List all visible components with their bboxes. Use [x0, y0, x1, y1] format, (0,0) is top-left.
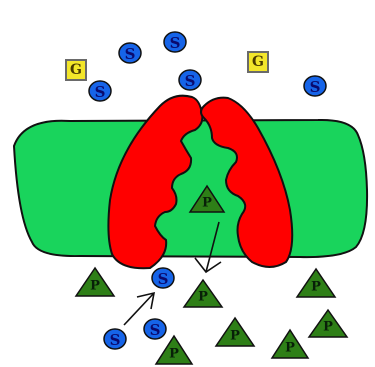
s-molecule: S: [119, 43, 141, 63]
g-molecule: G: [248, 52, 268, 72]
g-label: G: [252, 54, 264, 70]
p-label: P: [323, 320, 333, 335]
s-molecule: S: [152, 268, 174, 288]
p-molecule: P: [184, 280, 222, 307]
p-molecule: P: [272, 330, 308, 358]
p-label: P: [311, 280, 321, 295]
s-label: S: [185, 72, 196, 90]
s-label: S: [125, 45, 136, 63]
p-molecule: P: [156, 336, 192, 364]
p-label: P: [90, 279, 100, 294]
g-label: G: [70, 62, 82, 78]
s-molecule: S: [89, 81, 111, 101]
p-molecule: P: [216, 318, 254, 346]
p-label: P: [202, 196, 212, 211]
s-molecule: S: [144, 319, 166, 339]
s-label: S: [150, 321, 161, 339]
s-molecule: S: [304, 76, 326, 96]
s-label: S: [170, 34, 181, 52]
p-molecule: P: [297, 269, 335, 297]
p-molecule: P: [309, 310, 347, 337]
s-label: S: [310, 78, 321, 96]
p-label: P: [230, 329, 240, 344]
s-molecule: S: [179, 70, 201, 90]
s-molecule: S: [104, 329, 126, 349]
p-label: P: [285, 341, 295, 356]
s-label: S: [95, 83, 106, 101]
g-molecule: G: [66, 60, 86, 80]
p-molecule: P: [76, 268, 114, 296]
p-label: P: [198, 290, 208, 305]
s-molecule: S: [164, 32, 186, 52]
s-label: S: [110, 331, 121, 349]
s-label: S: [158, 270, 169, 288]
membrane: [14, 120, 367, 257]
p-label: P: [169, 347, 179, 362]
